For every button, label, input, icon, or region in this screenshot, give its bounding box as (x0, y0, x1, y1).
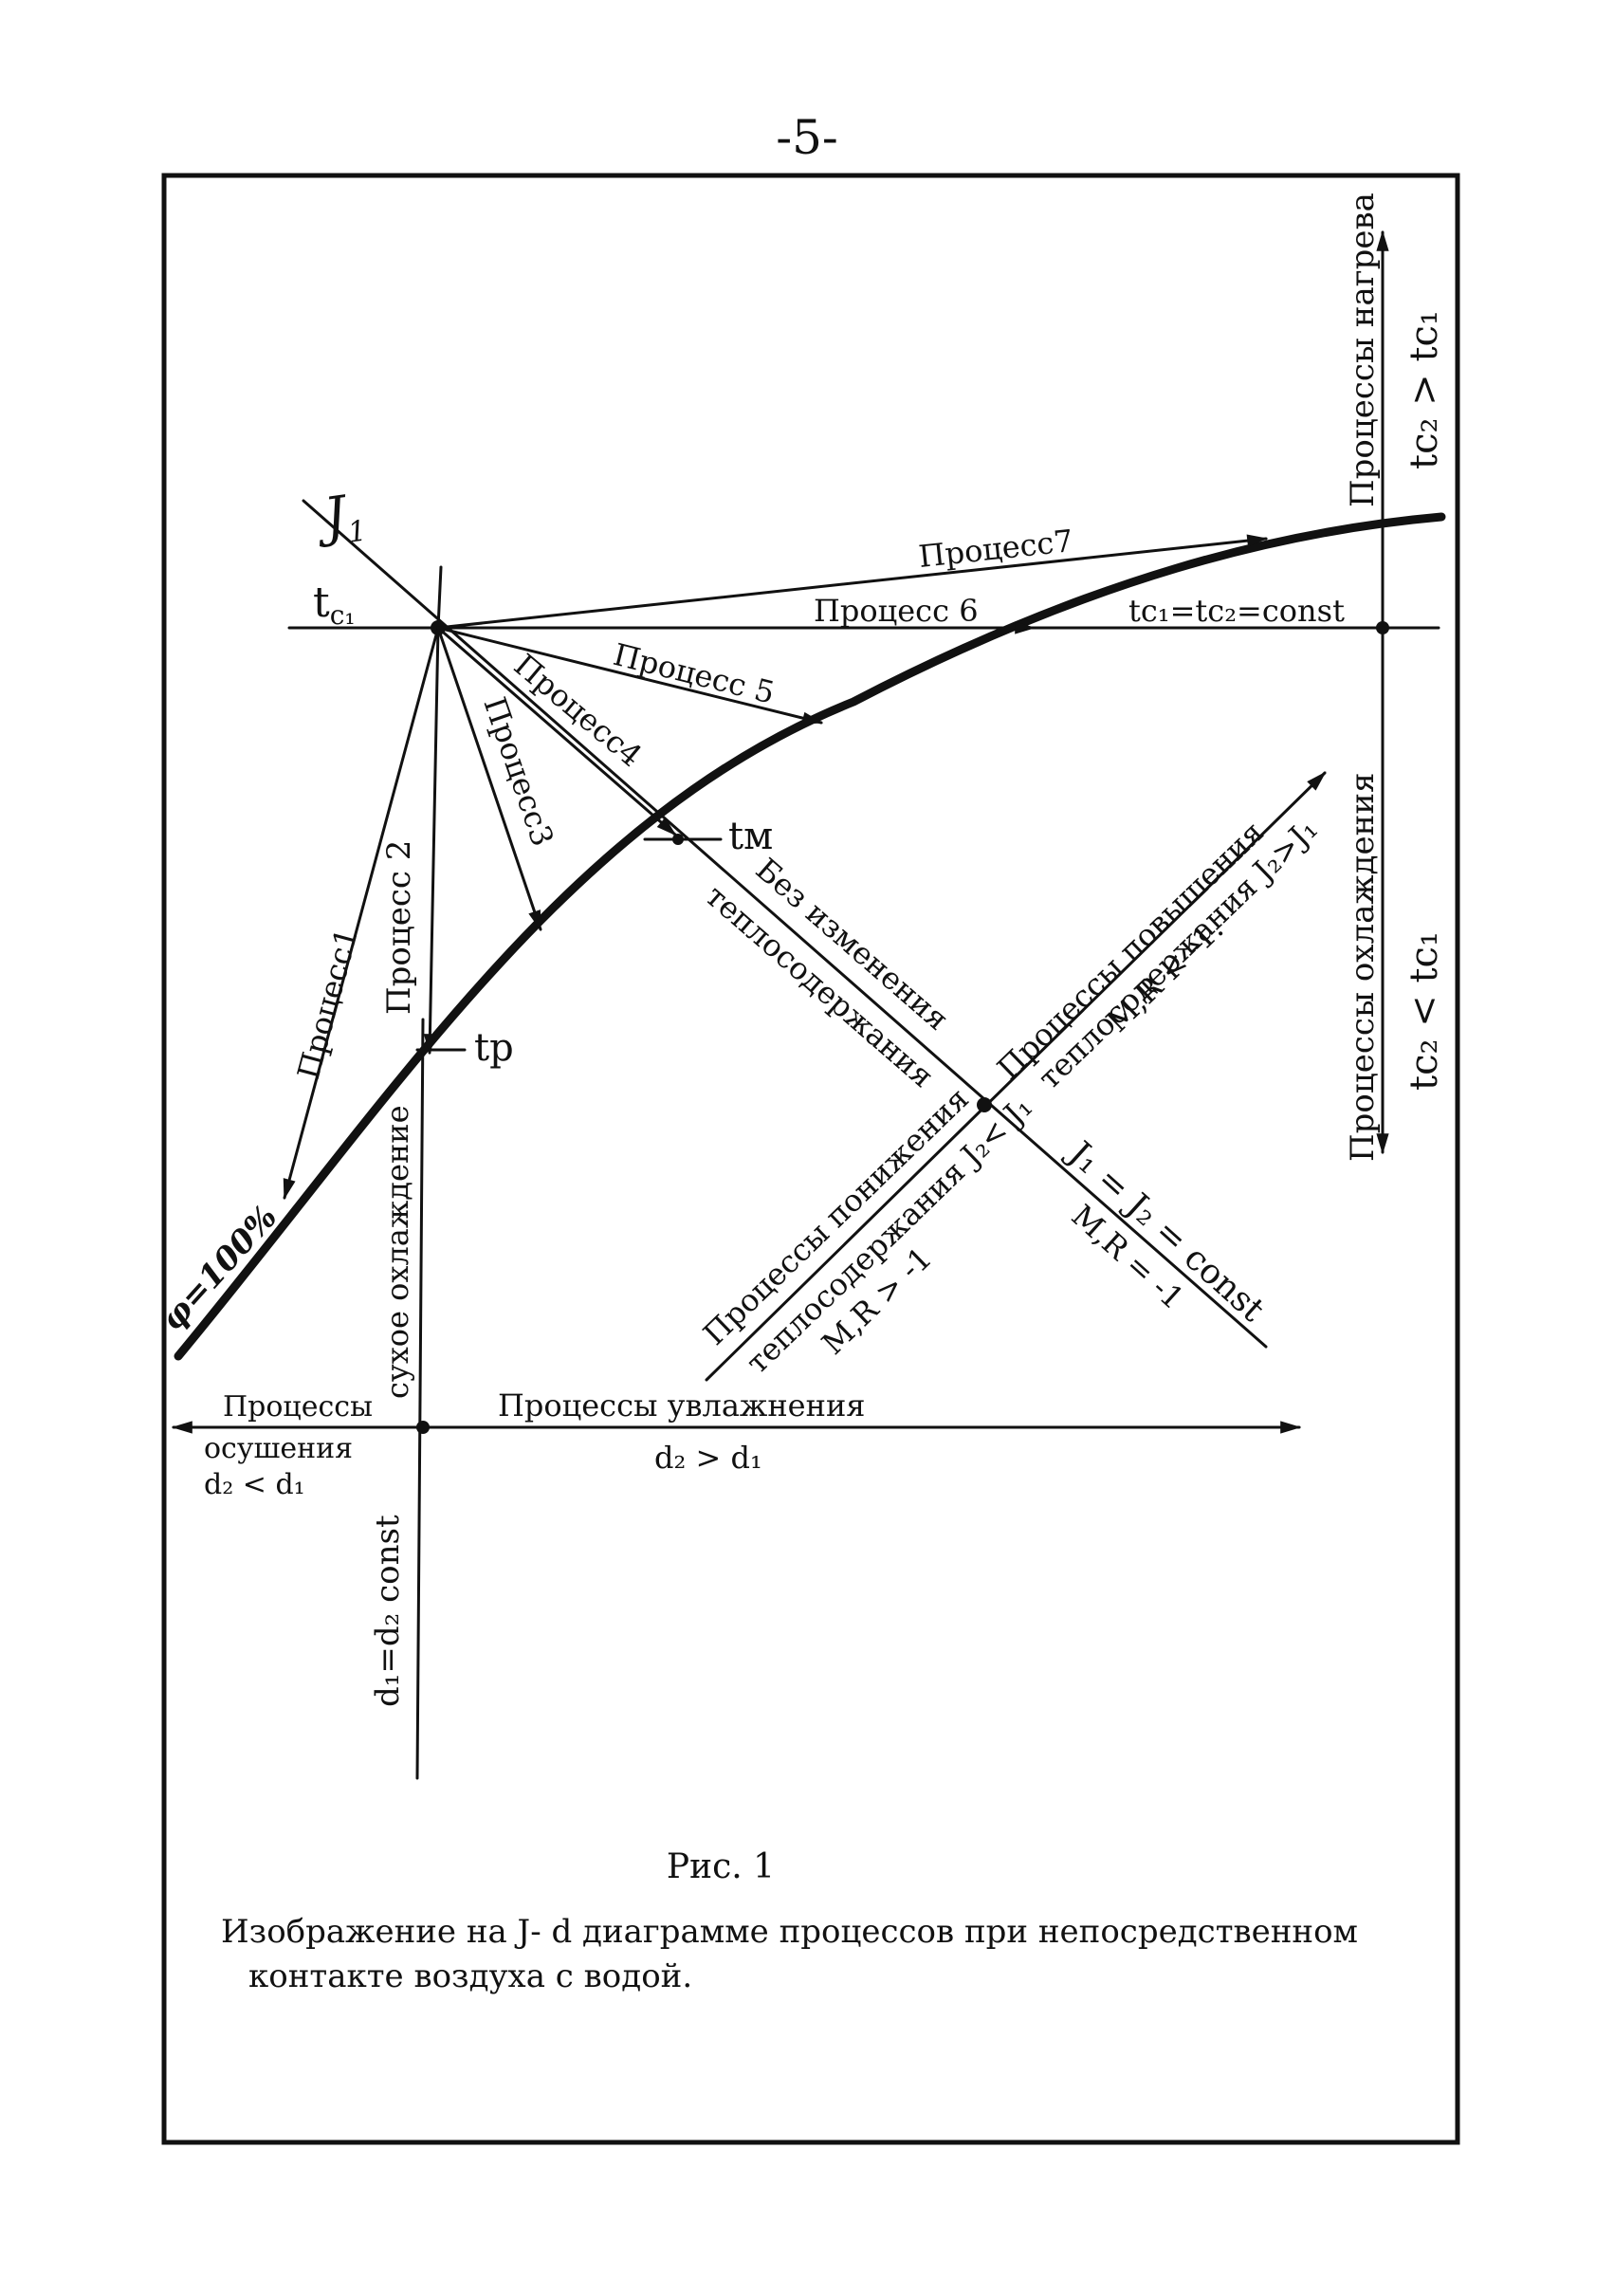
label-cooling-cond: tc₂ < tc₁ (1403, 931, 1446, 1091)
label-humid-1: Процессы увлажнения (498, 1387, 865, 1424)
process-4-ray (436, 626, 677, 836)
label-isotherm: tc₁=tc₂=const (1128, 593, 1345, 629)
label-process-1: Процесс1 (290, 924, 365, 1083)
label-i1: J1 (311, 483, 369, 555)
start-tick (436, 565, 443, 630)
label-phi: φ=100% (154, 1198, 284, 1338)
label-decrease-2: теплосодержания J₂< J₁ (739, 1089, 1039, 1381)
label-tp: tр (474, 1026, 514, 1070)
label-tc1: tc₁ (313, 579, 356, 631)
page-frame (161, 173, 1460, 2145)
moisture-axis (415, 1018, 425, 1780)
enthalpy-change-line (705, 771, 1327, 1382)
label-heating-cond: tc₂ > tc₁ (1403, 310, 1446, 469)
label-process-6: Процесс 6 (814, 593, 979, 629)
label-process-5: Процесс 5 (610, 636, 779, 711)
label-increase-1: Процессы повышения (990, 814, 1271, 1086)
isenthalp-line (302, 499, 1268, 1349)
process-3-ray (436, 626, 542, 932)
saturation-curve (174, 512, 1446, 1361)
process-1-ray (283, 626, 440, 1201)
label-dry-cooling: сухое охлаждение (379, 1105, 415, 1399)
caption-line-1: Изображение на J- d диаграмме процессов … (221, 1913, 1358, 1951)
tm-point (672, 834, 684, 845)
intersection-point (977, 1097, 992, 1112)
process-5-ray (436, 626, 824, 725)
process-7-ray (436, 534, 1269, 630)
caption-line-2: контакте воздуха с водой. (248, 1957, 692, 1995)
label-drying-3: d₂ < d₁ (204, 1468, 305, 1501)
process-2-ray (423, 626, 440, 1056)
label-tm: tм (728, 815, 773, 858)
page-number: -5- (776, 110, 838, 165)
label-drying-1: Процессы (223, 1390, 373, 1424)
label-iso-d: d₁=d₂ const (369, 1515, 407, 1707)
label-humid-2: d₂ > d₁ (654, 1440, 762, 1476)
label-cooling-title: Процессы охлаждения (1344, 773, 1382, 1162)
label-drying-2: осушения (204, 1432, 353, 1465)
label-process-2: Процесс 2 (380, 840, 418, 1015)
figure-number: Рис. 1 (667, 1847, 775, 1886)
label-heating-title: Процессы нагрева (1344, 193, 1382, 507)
